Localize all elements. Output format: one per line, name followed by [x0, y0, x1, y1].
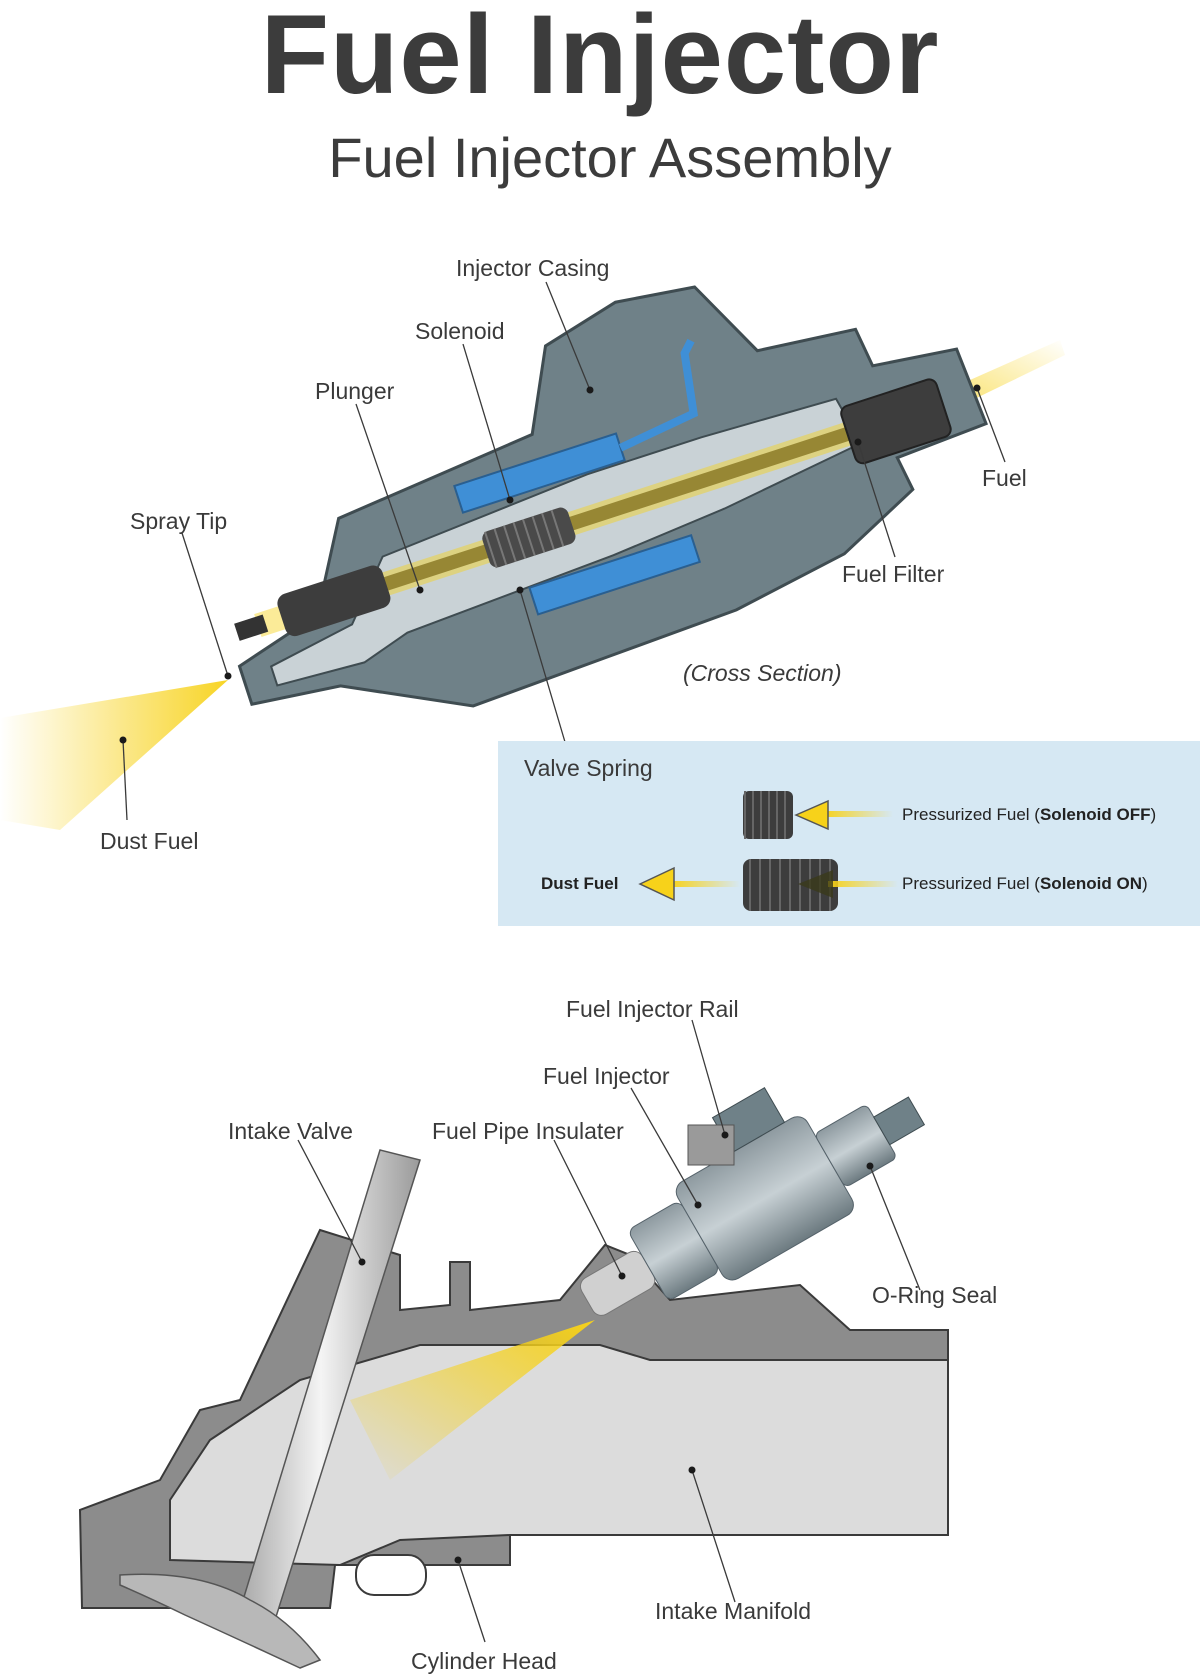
legend-row-on-close: )	[1141, 874, 1148, 893]
legend-dust-fuel-arrow-icon	[638, 866, 740, 902]
label-injector-casing: Injector Casing	[456, 255, 610, 281]
legend-row-on-state: Solenoid ON	[1039, 874, 1142, 893]
solenoid-wire	[618, 338, 699, 452]
valve-spring	[482, 507, 576, 569]
legend-dust-fuel-output: Dust Fuel	[541, 874, 619, 893]
cross-section-leader-dots	[119, 384, 981, 744]
legend-row-off: Pressurized Fuel (Solenoid OFF)	[902, 805, 1156, 825]
assembly-leaders	[297, 1019, 921, 1643]
fuel-filter	[840, 378, 952, 465]
label-fuel: Fuel	[982, 465, 1027, 491]
engine-assembly	[78, 1019, 949, 1669]
intake-valve	[119, 1149, 421, 1669]
spray-tip-nozzle	[234, 614, 269, 641]
legend-row-off-state: Solenoid OFF	[1039, 805, 1151, 824]
pintle-assembly	[277, 565, 391, 637]
page-title: Fuel Injector	[260, 0, 940, 117]
label-intake-valve: Intake Valve	[228, 1118, 353, 1144]
fuel-injector-rail-bracket	[687, 1124, 735, 1166]
fuel-injector-unit	[579, 1087, 926, 1316]
solenoid-coil-lower	[528, 533, 702, 616]
legend-artwork	[638, 791, 898, 911]
legend-spring-off-icon	[743, 791, 793, 839]
label-o-ring-seal: O-Ring Seal	[872, 1282, 998, 1308]
label-fuel-filter: Fuel Filter	[842, 561, 945, 587]
injector-cross-section	[0, 281, 1065, 830]
label-spray-tip: Spray Tip	[130, 508, 228, 534]
legend-row-on: Pressurized Fuel (Solenoid ON)	[902, 874, 1148, 894]
spray-cone	[0, 680, 228, 830]
cross-section-leaders	[122, 281, 1006, 821]
legend-row-off-open: (	[1034, 805, 1040, 824]
legend-row-on-text: Pressurized Fuel	[902, 874, 1030, 893]
label-cylinder-head: Cylinder Head	[411, 1648, 557, 1674]
legend-row-off-text: Pressurized Fuel	[902, 805, 1030, 824]
legend-arrow-off-icon	[794, 799, 893, 831]
cylinder-head-port	[355, 1554, 427, 1596]
valve-spring-legend: Valve Spring Pressurized Fuel (Solenoid …	[498, 741, 1200, 926]
label-plunger: Plunger	[315, 378, 395, 404]
label-fuel-injector-rail: Fuel Injector Rail	[566, 996, 739, 1022]
legend-arrow-on-icon	[798, 870, 898, 898]
legend-row-off-close: )	[1150, 805, 1157, 824]
label-fuel-pipe-insulater: Fuel Pipe Insulater	[432, 1118, 624, 1144]
page-subtitle: Fuel Injector Assembly	[328, 126, 892, 189]
plunger-rod	[312, 427, 850, 614]
label-intake-manifold: Intake Manifold	[655, 1598, 811, 1624]
label-cross-section-note: (Cross Section)	[683, 660, 842, 686]
assembly-spray-cone	[350, 1320, 595, 1480]
assembly-leader-dots	[358, 1131, 874, 1564]
label-solenoid: Solenoid	[415, 318, 505, 344]
legend-valve-spring-title: Valve Spring	[524, 755, 653, 781]
label-dust-fuel: Dust Fuel	[100, 828, 199, 854]
label-fuel-injector: Fuel Injector	[543, 1063, 670, 1089]
legend-row-on-open: (	[1034, 874, 1040, 893]
